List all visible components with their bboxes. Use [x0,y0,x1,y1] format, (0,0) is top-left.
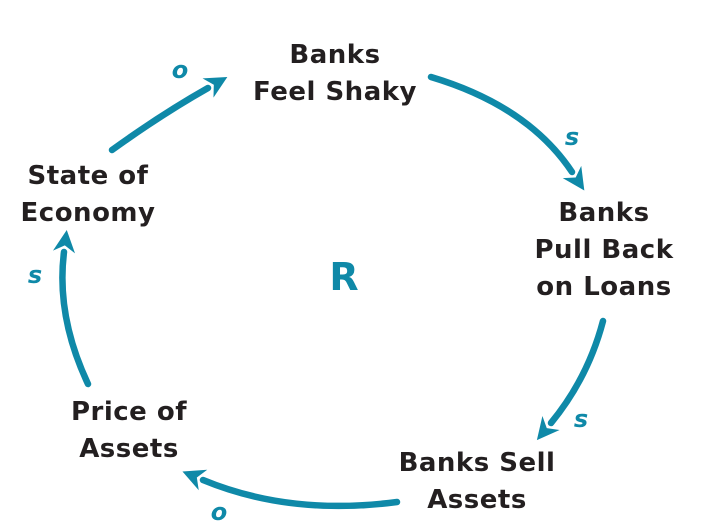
polarity-label-sell-to-price: o [210,498,228,522]
node-state-of-economy-line-2: Economy [20,198,156,228]
node-banks-feel-shaky: Banks Feel Shaky [253,37,417,111]
node-banks-feel-shaky-line-2: Feel Shaky [253,77,417,107]
node-banks-sell-assets: Banks Sell Assets [399,445,556,519]
node-banks-sell-assets-line-2: Assets [427,485,527,515]
node-banks-pull-back-on-loans-line-3: on Loans [536,272,672,302]
node-price-of-assets: Price of Assets [71,394,187,468]
node-state-of-economy-line-1: State of [27,161,149,191]
node-price-of-assets-line-1: Price of [70,397,188,427]
arrow-banks-feel-shaky-to-banks-pull-back-on-loans [427,73,585,191]
node-banks-sell-assets-line-1: Banks Sell [398,448,556,478]
arrow-price-of-assets-to-state-of-economy [52,229,92,388]
polarity-label-pullback-to-sell: s [573,405,589,433]
node-state-of-economy: State of Economy [21,158,156,232]
reinforcing-loop-marker: R [329,255,359,299]
node-banks-feel-shaky-line-1: Banks [289,40,381,70]
node-banks-pull-back-on-loans-line-2: Pull Back [534,235,674,265]
polarity-label-shaky-to-pullback: s [564,123,580,151]
arrow-banks-sell-assets-to-price-of-assets [182,469,401,510]
node-banks-pull-back-on-loans-line-1: Banks [558,198,650,228]
arrow-banks-pull-back-on-loans-to-banks-sell-assets [536,317,607,441]
polarity-label-price-to-economy: s [27,261,43,289]
node-banks-pull-back-on-loans: Banks Pull Back on Loans [534,195,673,306]
polarity-label-economy-to-shaky: o [171,56,189,84]
arrow-state-of-economy-to-banks-feel-shaky [108,77,228,154]
node-price-of-assets-line-2: Assets [79,434,179,464]
